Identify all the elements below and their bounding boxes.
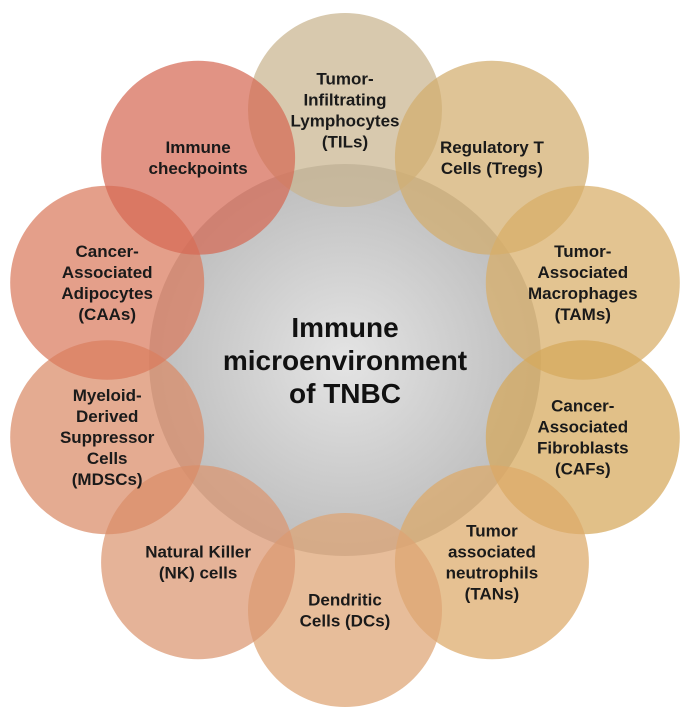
center-title-line: of TNBC [289,378,401,409]
outer-label-line: Adipocytes [61,284,153,303]
outer-label-line: Myeloid- [73,386,142,405]
outer-circle-5 [248,513,442,707]
center-title-line: Immune [291,312,398,343]
outer-label-line: Tumor- [316,70,373,89]
outer-label-line: Infiltrating [303,91,386,110]
outer-label-6: Natural Killer (NK) cells [145,543,251,583]
outer-label-line: Tumor- [554,242,611,261]
outer-label-line: (CAFs) [555,460,611,479]
outer-label-line: Associated [537,418,628,437]
outer-label-line: (TILs) [322,132,368,151]
outer-label-line: Macrophages [528,284,638,303]
outer-label-line: Cells [87,449,128,468]
outer-label-line: Natural Killer [145,543,251,562]
outer-label-line: Regulatory T [440,138,545,157]
outer-label-line: neutrophils [446,564,539,583]
outer-label-line: associated [448,543,536,562]
center-circle [149,164,541,556]
outer-circle-7 [10,340,205,535]
outer-label-line: Lymphocytes [291,112,400,131]
outer-label-line: (MDSCs) [72,470,143,489]
outer-label-line: checkpoints [148,159,247,178]
outer-label-line: (TANs) [465,585,519,604]
outer-label-line: (TAMs) [555,305,611,324]
outer-label-9: Immune checkpoints [148,138,247,178]
outer-circle-0 [248,13,442,207]
outer-label-line: Immune [166,138,231,157]
outer-label-1: Regulatory T Cells (Tregs) [440,138,545,178]
outer-label-line: Cells (DCs) [300,612,391,631]
outer-label-line: Derived [76,407,138,426]
outer-label-line: (NK) cells [159,564,237,583]
outer-label-line: Suppressor [60,428,155,447]
outer-circle-2 [485,185,680,380]
outer-label-line: Dendritic [308,591,382,610]
outer-label-line: Fibroblasts [537,439,629,458]
outer-label-line: Associated [537,263,628,282]
outer-label-4: Tumor associated neutrophils (TANs) [446,522,539,604]
outer-label-line: Associated [62,263,153,282]
outer-label-line: Cancer- [76,242,139,261]
outer-circle-4 [394,465,589,660]
outer-label-line: (CAAs) [78,305,136,324]
outer-label-line: Cancer- [551,397,614,416]
outer-label-line: Cells (Tregs) [441,159,543,178]
center-title-line: microenvironment [223,345,467,376]
center-circle-group [149,164,541,556]
outer-label-line: Tumor [466,522,518,541]
outer-circle-9 [101,60,296,255]
outer-circles-group [10,13,680,707]
